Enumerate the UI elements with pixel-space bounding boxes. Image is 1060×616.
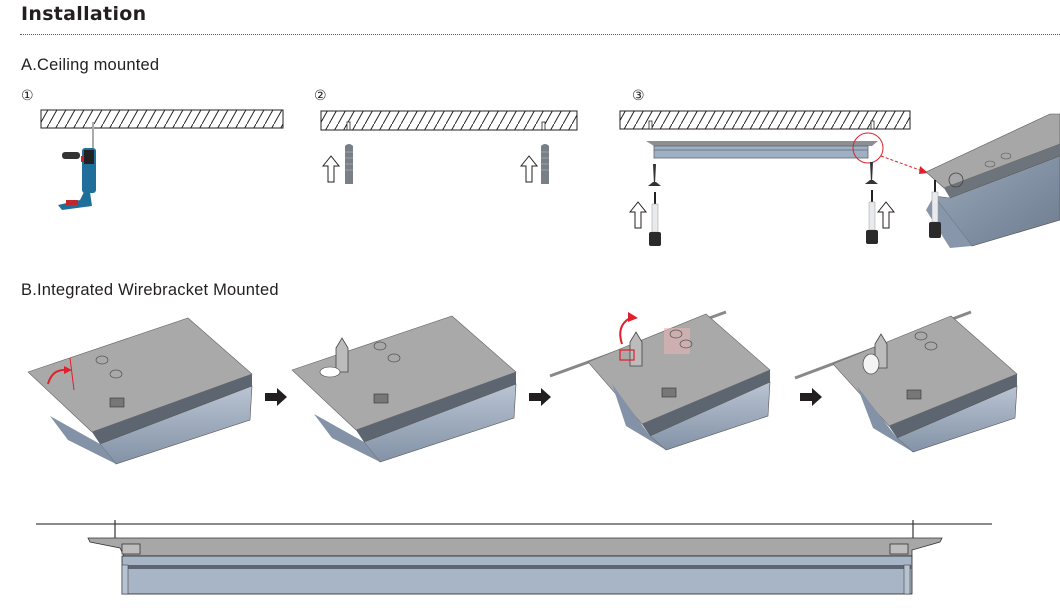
next-arrow-icon (265, 388, 287, 406)
section-a-heading: A.Ceiling mounted (21, 56, 160, 74)
screwdriver-icon (866, 190, 878, 244)
up-arrow-icon (321, 155, 341, 183)
bracket-right (889, 543, 909, 555)
drill-icon (58, 122, 96, 210)
step-1-illustration (40, 109, 284, 210)
step-2-illustration (320, 110, 578, 184)
b-step-1-fixture (27, 317, 253, 465)
up-arrow-icon (628, 201, 648, 229)
step-2-number: ② (314, 88, 327, 104)
ceiling-slab (40, 109, 284, 129)
up-arrow-icon (876, 201, 896, 229)
screwdriver-icon (929, 180, 941, 238)
section-b-heading: B.Integrated Wirebracket Mounted (21, 281, 279, 299)
step-3-detail-fixture (925, 113, 1060, 248)
detail-highlight-circle (852, 132, 884, 164)
page-title: Installation (21, 3, 147, 25)
screw-icon (865, 162, 878, 184)
bracket-left (121, 543, 141, 555)
ceiling-slab (619, 110, 911, 130)
title-divider (20, 34, 1060, 35)
screw-icon (648, 164, 661, 186)
step-3-illustration (619, 110, 929, 246)
wall-plug-icon (541, 144, 549, 184)
step-1-number: ① (21, 88, 34, 104)
step-3-number: ③ (632, 88, 645, 104)
wall-plug-icon (345, 144, 353, 184)
next-arrow-icon (800, 388, 822, 406)
b-step-3-fixture (549, 310, 771, 451)
b-step-4-fixture (794, 310, 1018, 453)
ceiling-slab (320, 110, 578, 131)
up-arrow-icon (519, 155, 539, 183)
next-arrow-icon (529, 388, 551, 406)
screwdriver-icon (649, 192, 661, 246)
b-step-2-fixture (291, 315, 517, 463)
fixture-top-plate (87, 537, 943, 557)
fixture-side-view (646, 141, 878, 159)
fixture-body (121, 555, 913, 595)
fixture-side-elevation (36, 520, 992, 595)
